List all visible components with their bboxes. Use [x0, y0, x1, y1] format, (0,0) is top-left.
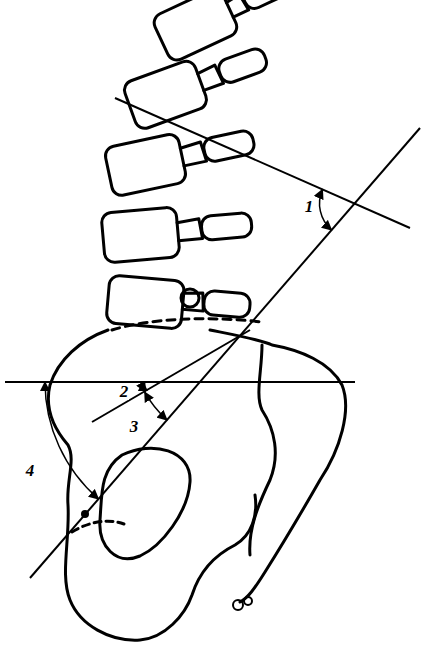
vertebra — [104, 117, 259, 197]
vertebra — [101, 200, 254, 263]
vertebra — [151, 0, 299, 63]
angle-number: 1 — [304, 198, 315, 215]
angle-number: 2 — [119, 383, 130, 400]
vertebra — [122, 35, 274, 131]
angle-number: 3 — [129, 418, 140, 435]
angle-number: 4 — [25, 462, 36, 479]
